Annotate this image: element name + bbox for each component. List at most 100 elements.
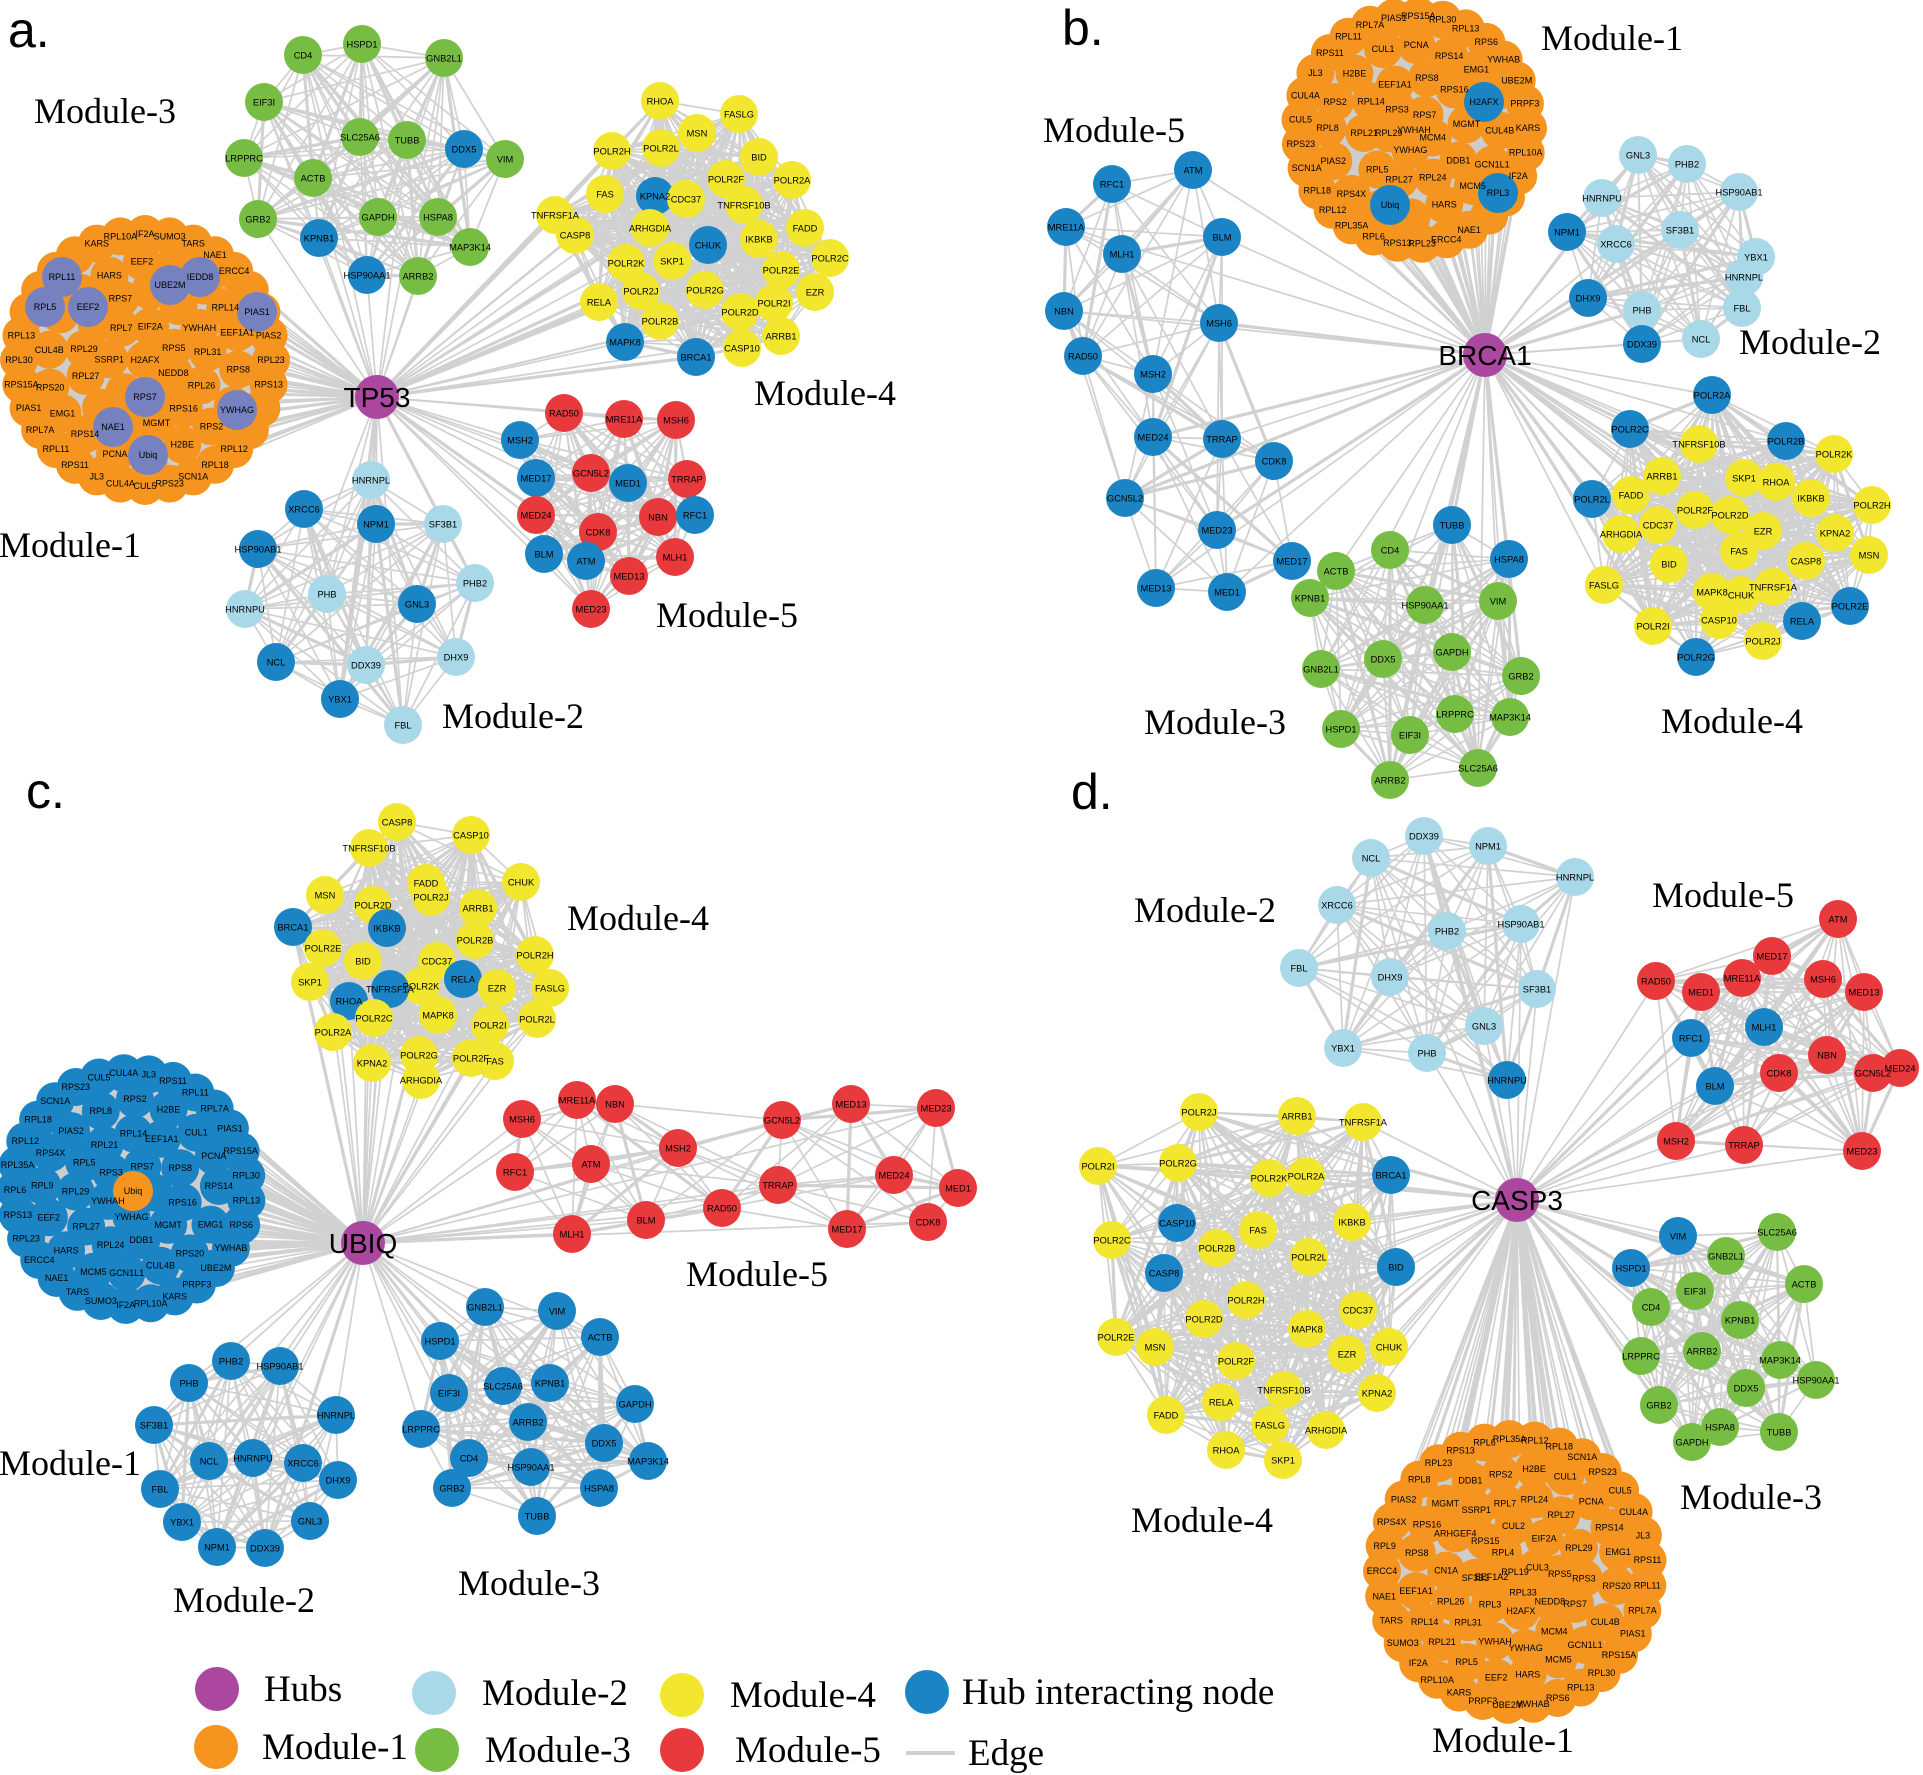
svg-text:HNRNPL: HNRNPL: [1556, 873, 1594, 883]
svg-text:HNRNPU: HNRNPU: [233, 1454, 273, 1464]
svg-text:DDX5: DDX5: [452, 145, 477, 155]
svg-text:CD4: CD4: [460, 1454, 479, 1464]
svg-text:EEF1A1: EEF1A1: [221, 328, 255, 338]
svg-text:c.: c.: [26, 763, 65, 819]
svg-text:RPS15A: RPS15A: [1602, 1650, 1637, 1660]
svg-text:RPL3: RPL3: [1487, 188, 1510, 198]
svg-text:RPS15: RPS15: [1471, 1536, 1500, 1546]
svg-text:HSPD1: HSPD1: [424, 1337, 455, 1347]
svg-text:ARRB2: ARRB2: [1374, 776, 1405, 786]
svg-text:ARRB1: ARRB1: [1646, 472, 1677, 482]
svg-text:CDC37: CDC37: [1343, 1306, 1373, 1316]
svg-text:SF3B1: SF3B1: [429, 520, 457, 530]
svg-text:PIAS1: PIAS1: [1620, 1629, 1646, 1639]
svg-text:MED23: MED23: [1201, 526, 1232, 536]
svg-text:CUL1: CUL1: [1554, 1472, 1577, 1482]
svg-text:MSH6: MSH6: [1810, 975, 1836, 985]
svg-text:SLC25A6: SLC25A6: [483, 1382, 523, 1392]
svg-text:IEDD8: IEDD8: [187, 272, 214, 282]
svg-text:SCN1A: SCN1A: [1567, 1452, 1597, 1462]
svg-text:PHB: PHB: [1632, 306, 1651, 316]
svg-text:CD4: CD4: [1381, 546, 1400, 556]
svg-text:VIM: VIM: [549, 1307, 566, 1317]
svg-text:MED13: MED13: [835, 1100, 866, 1110]
svg-text:HNRNPU: HNRNPU: [1487, 1076, 1527, 1086]
svg-text:HSP90AB1: HSP90AB1: [234, 545, 281, 555]
svg-text:KARS: KARS: [1447, 1688, 1472, 1698]
svg-text:MED13: MED13: [613, 572, 644, 582]
svg-text:KPNB1: KPNB1: [304, 234, 335, 244]
svg-text:Module-2: Module-2: [482, 1673, 628, 1714]
svg-text:HSPD1: HSPD1: [346, 40, 377, 50]
svg-text:ATM: ATM: [577, 557, 596, 567]
svg-text:VIM: VIM: [497, 155, 514, 165]
svg-text:POLR2E: POLR2E: [1098, 1333, 1135, 1343]
svg-text:LRPPRC: LRPPRC: [225, 154, 263, 164]
svg-text:RPL5: RPL5: [1366, 165, 1389, 175]
svg-text:MAP3K14: MAP3K14: [449, 243, 491, 253]
svg-text:MED1: MED1: [615, 479, 641, 489]
svg-text:CUL5: CUL5: [133, 481, 156, 491]
svg-text:MSH6: MSH6: [663, 416, 689, 426]
svg-text:MGMT: MGMT: [1453, 119, 1481, 129]
svg-text:Module-1: Module-1: [262, 1727, 408, 1768]
svg-text:HSPA8: HSPA8: [1494, 555, 1524, 565]
svg-text:RPL13: RPL13: [233, 1196, 261, 1206]
svg-text:RPS2: RPS2: [1323, 97, 1347, 107]
svg-text:PIAS1: PIAS1: [217, 1123, 243, 1133]
svg-text:ACTB: ACTB: [1792, 1280, 1817, 1290]
svg-text:EIF3I: EIF3I: [1684, 1287, 1706, 1297]
svg-text:MED13: MED13: [1140, 584, 1171, 594]
svg-text:RPS6: RPS6: [1475, 37, 1499, 47]
svg-text:RPS7: RPS7: [1413, 110, 1437, 120]
svg-text:KARS: KARS: [1516, 123, 1541, 133]
svg-text:SUMO3: SUMO3: [154, 231, 186, 241]
svg-text:BID: BID: [1388, 1263, 1404, 1273]
svg-text:RPL13: RPL13: [8, 330, 36, 340]
svg-text:PHB2: PHB2: [1675, 160, 1699, 170]
svg-text:RPL18: RPL18: [1546, 1442, 1574, 1452]
svg-text:RPL10A: RPL10A: [134, 1298, 168, 1308]
svg-text:RPL21: RPL21: [1350, 128, 1378, 138]
svg-text:MED24: MED24: [878, 1171, 909, 1181]
svg-text:RPS11: RPS11: [159, 1076, 187, 1086]
svg-text:RPL27: RPL27: [72, 371, 100, 381]
svg-text:HSPD1: HSPD1: [1615, 1264, 1646, 1274]
svg-text:ATM: ATM: [1184, 166, 1203, 176]
svg-text:RPS16: RPS16: [1413, 1520, 1442, 1530]
svg-text:DHX9: DHX9: [1576, 294, 1601, 304]
svg-text:CUL4B: CUL4B: [1591, 1617, 1620, 1627]
svg-text:MCM5: MCM5: [1545, 1655, 1572, 1665]
svg-text:CUL4A: CUL4A: [106, 479, 135, 489]
svg-text:RPL30: RPL30: [232, 1171, 260, 1181]
svg-text:YWHAH: YWHAH: [1397, 125, 1431, 135]
svg-text:NAE1: NAE1: [1372, 1591, 1396, 1601]
svg-text:GRB2: GRB2: [1646, 1401, 1671, 1411]
svg-text:JL3: JL3: [90, 471, 105, 481]
svg-text:TNFRSF1A: TNFRSF1A: [366, 985, 415, 995]
svg-text:CASP10: CASP10: [453, 831, 489, 841]
svg-text:EZR: EZR: [488, 984, 507, 994]
svg-text:TUBB: TUBB: [1767, 1428, 1792, 1438]
svg-text:Module-1: Module-1: [0, 1443, 141, 1483]
svg-text:EEF2: EEF2: [1485, 1673, 1508, 1683]
svg-text:RPS20: RPS20: [36, 383, 65, 393]
svg-text:POLR2B: POLR2B: [1199, 1244, 1236, 1254]
svg-text:GCN1L1: GCN1L1: [1568, 1640, 1603, 1650]
svg-text:RPL19: RPL19: [1501, 1567, 1529, 1577]
svg-text:b.: b.: [1062, 0, 1104, 56]
svg-text:MCM4: MCM4: [1541, 1626, 1568, 1636]
svg-text:HSP90AA1: HSP90AA1: [507, 1463, 554, 1473]
svg-text:RPL11: RPL11: [1335, 32, 1362, 42]
svg-text:POLR2D: POLR2D: [1185, 1315, 1222, 1325]
svg-text:CD4: CD4: [294, 51, 313, 61]
svg-text:POLR2D: POLR2D: [354, 901, 391, 911]
svg-text:RPL26: RPL26: [1437, 1596, 1465, 1606]
svg-text:ERCC4: ERCC4: [1431, 234, 1462, 244]
svg-text:MSH6: MSH6: [1206, 319, 1232, 329]
svg-text:IF2A: IF2A: [116, 1300, 135, 1310]
svg-text:RPL10A: RPL10A: [1509, 148, 1543, 158]
svg-text:RPL11: RPL11: [1634, 1581, 1661, 1591]
svg-text:CASP8: CASP8: [1149, 1269, 1180, 1279]
svg-text:RPL12: RPL12: [220, 444, 248, 454]
